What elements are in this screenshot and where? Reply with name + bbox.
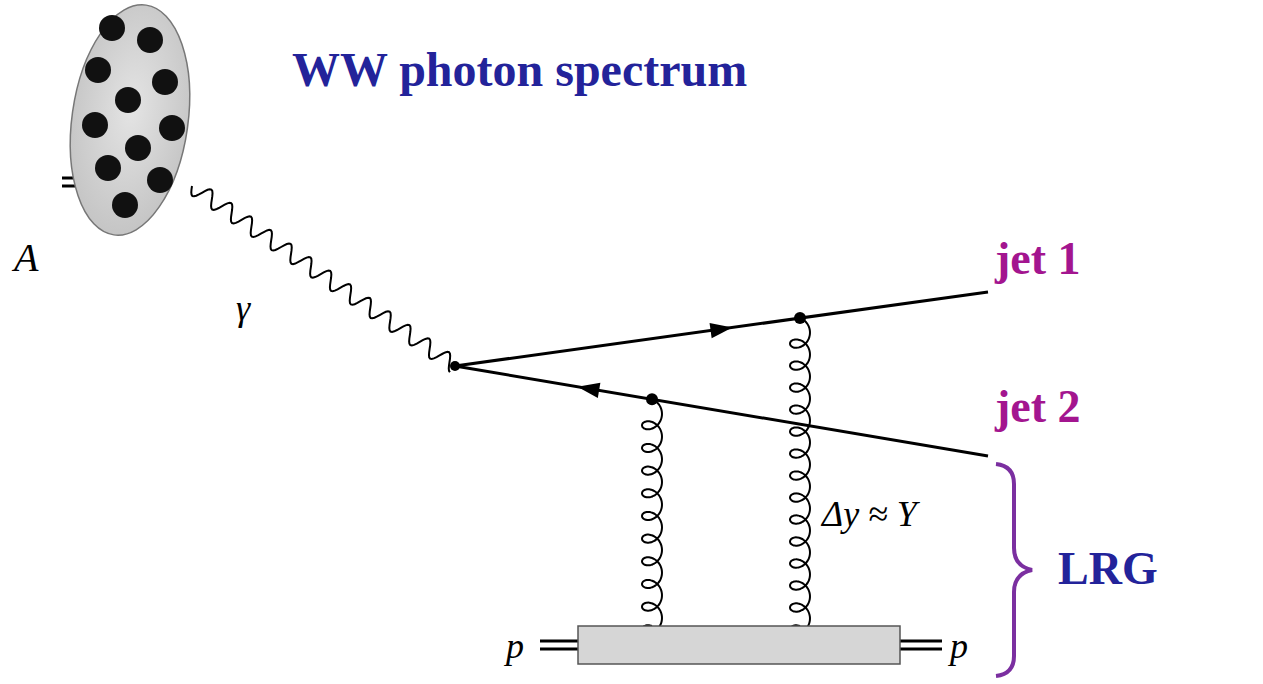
nucleon-dot (99, 15, 125, 41)
quark-line (455, 292, 988, 366)
photon-line (191, 186, 450, 372)
rapidity-label: Δy ≈ Y (822, 496, 917, 532)
jet-label: jet 2 (995, 384, 1081, 430)
proton-label: p (506, 628, 524, 664)
beam-line (540, 648, 578, 651)
nucleon-dot (137, 27, 163, 53)
spectrum-label: WW photon spectrum (292, 46, 747, 94)
vertex-dot (450, 361, 460, 371)
vertex-dot (794, 312, 806, 324)
nucleon-dot (147, 167, 173, 193)
nucleon-dot (152, 69, 178, 95)
gluon-line (790, 318, 810, 634)
antiquark-line (455, 366, 988, 456)
nucleon-dot (112, 192, 138, 218)
nucleon-dot (82, 112, 108, 138)
photon-label: γ (236, 290, 250, 326)
nucleus-ellipse (56, 0, 203, 243)
quark-arrow (710, 323, 733, 338)
vertex-dot (646, 393, 658, 405)
gap-bracket (996, 464, 1032, 676)
beam-line (900, 640, 942, 643)
nucleus-label: A (14, 238, 38, 278)
nucleon-dot (115, 87, 141, 113)
antiquark-arrow (577, 383, 600, 398)
proton-label: p (950, 628, 968, 664)
nucleon-dot (95, 155, 121, 181)
gap-label: LRG (1058, 546, 1158, 592)
nucleon-dot (85, 57, 111, 83)
jet-label: jet 1 (995, 236, 1081, 282)
nucleon-dot (125, 135, 151, 161)
beam-line (900, 648, 942, 651)
nucleon-dots (82, 15, 185, 218)
beam-line (540, 640, 578, 643)
nucleon-dot (159, 115, 185, 141)
proton-blob (578, 626, 900, 664)
gluon-line (642, 399, 662, 633)
